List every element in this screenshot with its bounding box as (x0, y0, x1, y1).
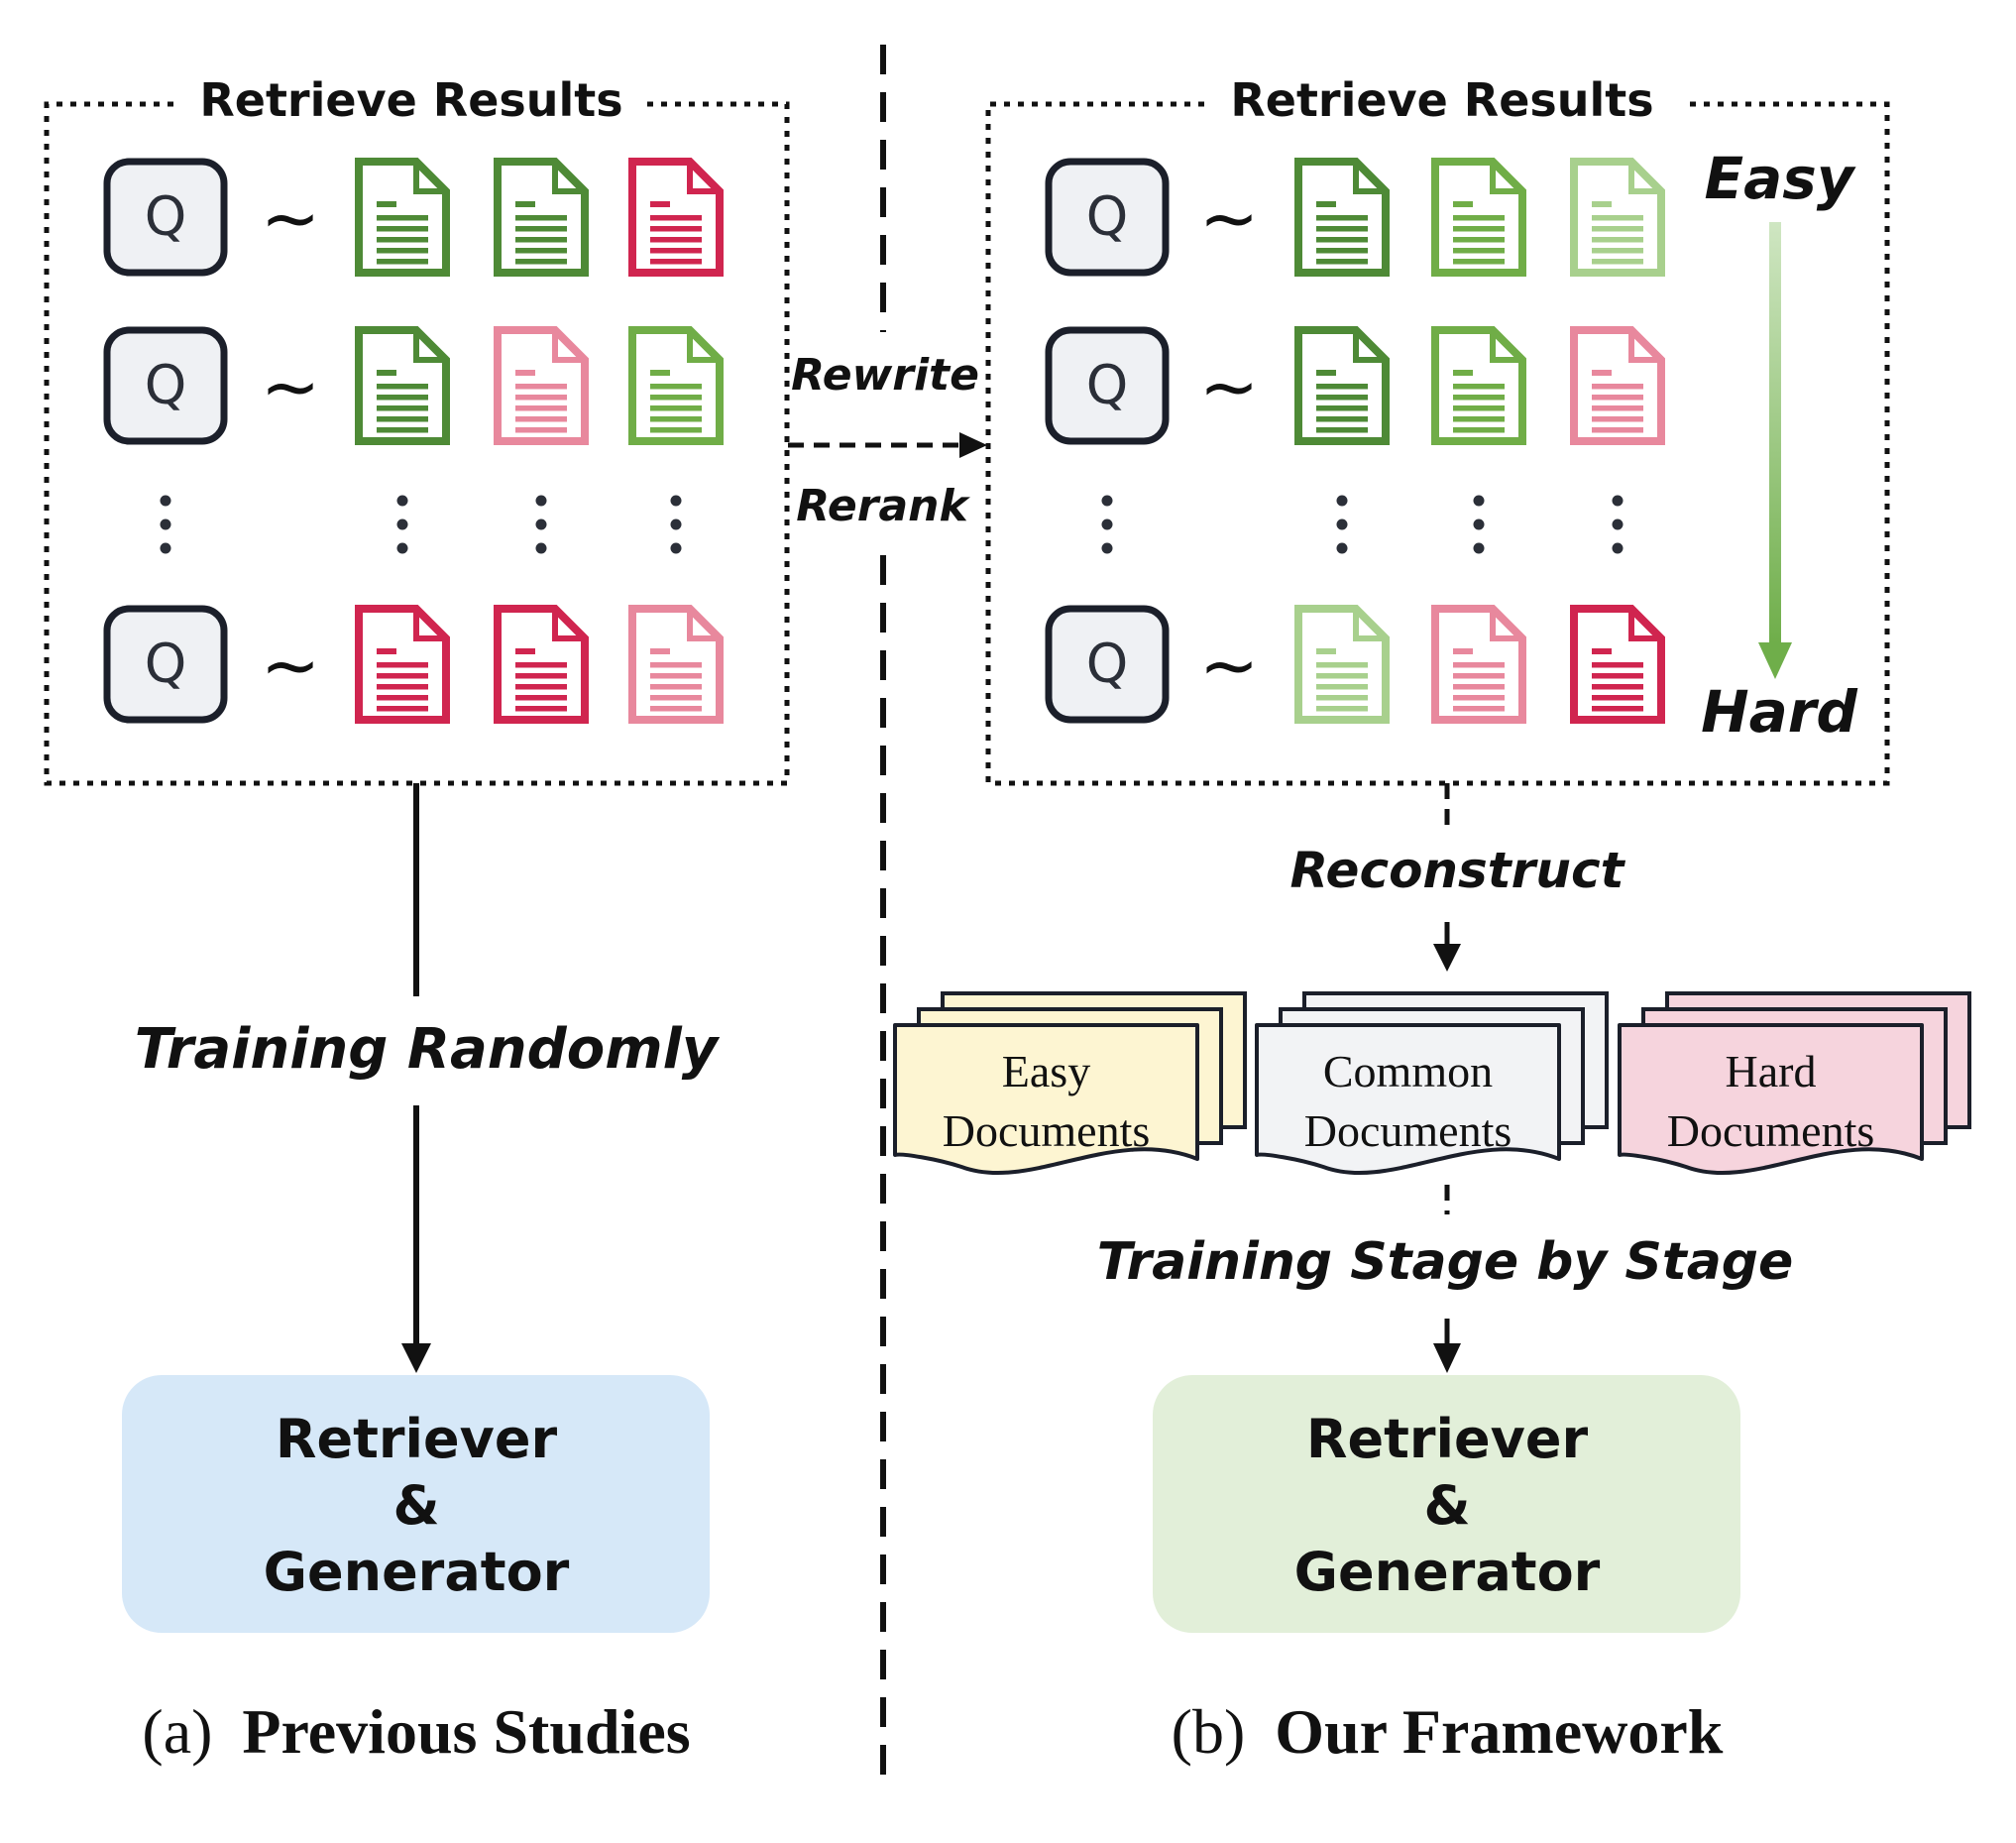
left-retrieve-box: Retrieve Results (44, 73, 790, 786)
query-box-row-2: Q (103, 326, 228, 445)
left-document-grid: Q ~ Q ~ Q ~ (103, 158, 724, 724)
rewrite-label: Rewrite (791, 350, 979, 401)
ellipsis-dots (535, 495, 547, 554)
stack-label-line1: Common (1323, 1046, 1493, 1096)
stage-training-arrow: Training Stage by Stage (1097, 1185, 1794, 1373)
query-box-row-1: Q (103, 158, 228, 277)
document-icon-r1-c2 (1431, 158, 1526, 277)
ellipsis-dots (1612, 495, 1624, 554)
query-label: Q (145, 633, 187, 695)
right-caption-prefix: (b) (1172, 1696, 1246, 1767)
right-document-grid: Q ~ Q ~ Q ~ (1045, 158, 1665, 724)
similarity-tilde: ~ (1199, 345, 1259, 428)
query-box-row-3: Q (1045, 605, 1170, 724)
right-model-generator: Generator (1294, 1541, 1601, 1603)
stack-label-line2: Documents (1304, 1105, 1512, 1156)
similarity-tilde: ~ (261, 624, 320, 707)
document-icon-r2-c3 (628, 326, 724, 445)
hard-label: Hard (1701, 678, 1857, 746)
document-icon-r2-c1 (355, 326, 450, 445)
left-model-ampersand: & (392, 1474, 439, 1537)
right-model-retriever: Retriever (1306, 1408, 1589, 1470)
document-icon-r2-c2 (1431, 326, 1526, 445)
right-retrieve-box: Retrieve Results (985, 73, 1890, 786)
document-icon-r3-c3 (628, 605, 724, 724)
left-model-generator: Generator (264, 1541, 570, 1603)
reconstruct-arrow: Reconstruct (1290, 783, 1626, 972)
document-icon-r3-c1 (1294, 605, 1390, 724)
document-icon-r2-c3 (1570, 326, 1665, 445)
document-stacks: EasyDocumentsCommonDocumentsHardDocument… (893, 991, 1971, 1176)
training-stage-label: Training Stage by Stage (1097, 1232, 1794, 1292)
similarity-tilde: ~ (261, 176, 320, 260)
query-box-row-1: Q (1045, 158, 1170, 277)
similarity-tilde: ~ (1199, 176, 1259, 260)
stack-label-line2: Documents (943, 1105, 1151, 1156)
query-box-row-3: Q (103, 605, 228, 724)
document-icon-r1-c1 (355, 158, 450, 277)
ellipsis-dots (1473, 495, 1485, 554)
similarity-tilde: ~ (1199, 624, 1259, 707)
stack-label-line1: Easy (1002, 1046, 1090, 1096)
rewrite-rerank-arrow: Rewrite Rerank (788, 350, 987, 531)
right-caption: (b) Our Framework (1172, 1696, 1724, 1767)
left-training-arrow: Training Randomly (135, 783, 721, 1373)
left-caption: (a) Previous Studies (142, 1696, 690, 1767)
document-icon-r3-c2 (1431, 605, 1526, 724)
left-caption-prefix: (a) (142, 1696, 212, 1767)
left-caption-title: Previous Studies (242, 1696, 690, 1767)
ellipsis-dots (670, 495, 682, 554)
left-model-box: Retriever & Generator (122, 1375, 710, 1633)
right-caption-title: Our Framework (1275, 1696, 1723, 1767)
document-icon-r1-c3 (628, 158, 724, 277)
ellipsis-dots (396, 495, 408, 554)
difficulty-arrowhead (1758, 642, 1792, 679)
stack-label-line2: Documents (1667, 1105, 1875, 1156)
ellipsis-dots (1336, 495, 1348, 554)
query-label: Q (1086, 633, 1129, 695)
query-label: Q (145, 354, 187, 416)
document-icon-r1-c2 (494, 158, 589, 277)
easy-label: Easy (1704, 145, 1855, 212)
right-model-ampersand: & (1423, 1474, 1470, 1537)
reconstruct-label: Reconstruct (1290, 842, 1626, 899)
right-box-title: Retrieve Results (1230, 73, 1653, 127)
document-icon-r2-c1 (1294, 326, 1390, 445)
rerank-label: Rerank (796, 481, 970, 531)
query-label: Q (1086, 354, 1129, 416)
document-icon-r1-c3 (1570, 158, 1665, 277)
query-label: Q (1086, 185, 1129, 248)
training-randomly-label: Training Randomly (135, 1017, 721, 1082)
document-icon-r3-c1 (355, 605, 450, 724)
stack-label-line1: Hard (1726, 1046, 1817, 1096)
ellipsis-dots (160, 495, 171, 554)
document-icon-r1-c1 (1294, 158, 1390, 277)
difficulty-scale: Easy Hard (1701, 145, 1857, 746)
similarity-tilde: ~ (261, 345, 320, 428)
right-model-box: Retriever & Generator (1153, 1375, 1740, 1633)
ellipsis-dots (1101, 495, 1113, 554)
document-icon-r2-c2 (494, 326, 589, 445)
query-label: Q (145, 185, 187, 248)
left-model-retriever: Retriever (276, 1408, 558, 1470)
query-box-row-2: Q (1045, 326, 1170, 445)
left-box-title: Retrieve Results (199, 73, 622, 127)
document-icon-r3-c2 (494, 605, 589, 724)
document-icon-r3-c3 (1570, 605, 1665, 724)
